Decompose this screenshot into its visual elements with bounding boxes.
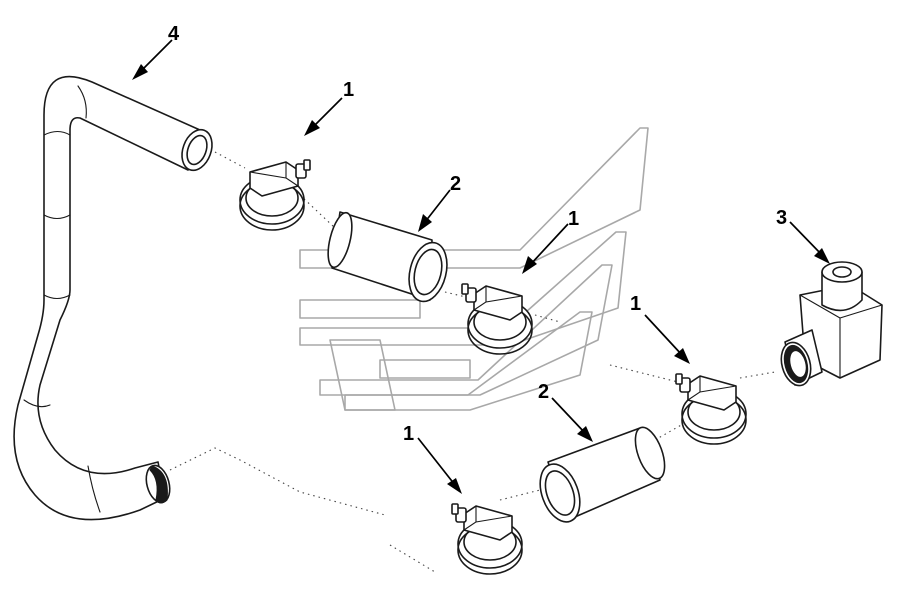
clamp-upper-left	[239, 159, 311, 231]
callout-1-center: 1	[568, 208, 579, 230]
clamp-center	[461, 283, 533, 355]
callout-2-upper: 2	[450, 173, 461, 195]
clamp-right	[675, 373, 747, 445]
callout-4: 4	[168, 23, 180, 45]
clamp-lower	[451, 503, 523, 575]
callout-2-lower: 2	[538, 381, 549, 403]
callout-1-upper: 1	[343, 79, 354, 101]
callout-1-lower: 1	[403, 423, 414, 445]
sleeve-lower-part-2	[539, 426, 666, 523]
callout-labels: 4 1 2 1 3 1 2 1	[168, 23, 787, 445]
callout-3: 3	[776, 207, 787, 229]
callout-arrows	[132, 39, 830, 494]
fitting-part-3	[780, 261, 883, 387]
sleeve-upper-part-2	[327, 211, 448, 303]
callout-1-right: 1	[630, 293, 641, 315]
hose-part-4	[13, 75, 213, 521]
